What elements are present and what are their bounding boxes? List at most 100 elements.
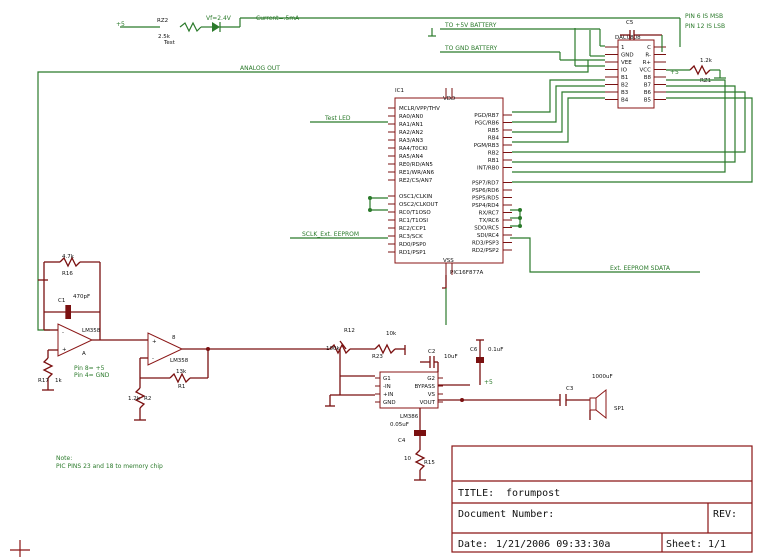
amp-left-pin-label: +IN xyxy=(383,392,393,398)
pic-right-pin-label: PSP5/RD5 xyxy=(472,196,500,202)
r23-value: 10k xyxy=(386,331,397,337)
pic-left-pin-label: RC0/T1OSO xyxy=(399,210,431,216)
c2-value: 10uF xyxy=(444,354,458,360)
pic-right-pin-label: PGM/RB3 xyxy=(474,143,500,149)
rev-label: REV: xyxy=(713,509,737,520)
opamp-a-label: LM358 xyxy=(82,328,101,334)
c1-value: 470pF xyxy=(73,294,90,300)
amp-plus5: +5 xyxy=(484,379,493,386)
pic-right-pin-label: RX/RC7 xyxy=(479,211,500,217)
amp-left-pin-label: G1 xyxy=(383,376,391,382)
note-text: PIC PINS 23 and 18 to memory chip xyxy=(56,463,163,470)
pic-right-pin-label: PGC/RB6 xyxy=(475,121,500,127)
pic-left-pin-label: RD0/PSP0 xyxy=(399,242,427,248)
r21-value: 1.2k xyxy=(700,58,713,64)
svg-text:A: A xyxy=(82,351,86,357)
vf-label: Vf=2.4V xyxy=(206,15,232,22)
pic-right-pin-label: SDI/RC4 xyxy=(477,233,500,239)
dac-left-pin-label: 1 xyxy=(621,45,625,51)
pic-left-pin-label: RA0/AN0 xyxy=(399,114,424,120)
r23-ref: R23 xyxy=(372,354,383,360)
ic1-ref: IC1 xyxy=(395,88,404,94)
pic-left-pin-label: RA4/T0CKI xyxy=(399,146,428,152)
test-led-label: Test xyxy=(163,40,176,46)
dac-right-pin-label: R+ xyxy=(643,60,652,66)
analog-out-label: ANALOG OUT xyxy=(240,65,280,72)
date-value: 1/21/2006 09:33:30a xyxy=(496,539,610,550)
dac-right-pin-label: B8 xyxy=(644,75,652,81)
plus5-left-label: +5 xyxy=(116,21,125,28)
amplifier-stage: R12 100k 10k R23 G1-IN+INGNDG2BYPASSVSVO… xyxy=(310,288,624,481)
pic-left-pin-label: RD1/PSP1 xyxy=(399,250,426,256)
dac-left-pin-label: B2 xyxy=(621,83,628,89)
r2-value: 1.2k xyxy=(128,396,141,402)
r1-value: 13k xyxy=(176,369,187,375)
sclk-net: SCLK_Ext. EEPROM xyxy=(302,231,359,238)
sp1-ref: SP1 xyxy=(614,406,624,412)
dac-right-pin-label: B6 xyxy=(644,90,652,96)
c3-ref: C3 xyxy=(566,386,574,392)
pic-left-pin-label: RA2/AN2 xyxy=(399,130,423,136)
pic-right-pin-label: SDO/RC5 xyxy=(474,226,499,232)
pic-right-pin-label: PSP7/RD7 xyxy=(472,181,500,187)
pic-name: PIC16F877A xyxy=(450,270,483,276)
pic-right-pin-label: TX/RC6 xyxy=(478,218,499,224)
pic-left-pin-label: RC3/SCK xyxy=(399,234,423,240)
dac-right-pin-label: B7 xyxy=(644,83,652,89)
vss-label: VSS xyxy=(443,258,454,264)
sdata-net: Ext. EEPROM SDATA xyxy=(610,265,671,272)
to-5v-battery-label: TO +5V BATTERY xyxy=(444,22,497,29)
pic-left-pin-label: RC2/CCP1 xyxy=(399,226,426,232)
r12-ref: R12 xyxy=(344,328,355,334)
pic-right-pin-label: PGD/RB7 xyxy=(474,113,499,119)
svg-text:-: - xyxy=(62,330,64,336)
title-value: forumpost xyxy=(506,488,560,499)
pic-left-pin-label: RE1/WR/AN6 xyxy=(399,170,435,176)
opamp-b-label: LM358 xyxy=(170,358,189,364)
lm386-label: LM386 xyxy=(400,414,419,420)
title-label: TITLE: xyxy=(458,488,494,499)
pic-left-pin-label: RA1/AN1 xyxy=(399,122,423,128)
dac-left-pin-label: B4 xyxy=(621,98,629,104)
pic-left-pin-label: MCLR/VPP/THV xyxy=(399,106,440,112)
analog-out-net: ANALOG OUT xyxy=(37,60,589,331)
c4-ref: C4 xyxy=(398,438,406,444)
svg-text:+: + xyxy=(152,339,157,345)
pic-left-pin-label: RE0/RD/AN5 xyxy=(399,162,433,168)
dac-left-pin-label: IO xyxy=(621,68,628,74)
led-branch: +5 RZ2 2.5k Test Vf=2.4V Current=.5mA xyxy=(116,15,681,47)
r16-value: 4.7k xyxy=(62,254,75,260)
note: Note: PIC PINS 23 and 18 to memory chip xyxy=(56,455,163,470)
sheet-value: 1/1 xyxy=(708,539,726,550)
dac-name: DAC0808 xyxy=(615,35,641,41)
dac-left-pin-label: B1 xyxy=(621,75,628,81)
note-title: Note: xyxy=(56,455,72,462)
pic-right-pin-label: PSP6/RD6 xyxy=(472,188,500,194)
r2-ref: R2 xyxy=(144,396,151,402)
pin8-label: Pin 8= +5 xyxy=(74,365,105,372)
r17-value: 1k xyxy=(55,378,62,384)
r21-ref: RZ1 xyxy=(700,78,711,84)
r22-ref: RZ2 xyxy=(157,18,168,24)
dac-right-pin-label: B5 xyxy=(644,98,652,104)
r1-ref: R1 xyxy=(178,384,185,390)
pic-left-pin-label: RE2/CS/AN7 xyxy=(399,178,433,184)
pic-right-pin-label: RD3/PSP3 xyxy=(472,241,500,247)
amp-right-pin-label: VS xyxy=(428,392,436,398)
pic-chip: IC1 VDD VSS PIC16F877A MCLR/VPP/THVRA0/A… xyxy=(290,88,700,289)
dac-plus5: +5 xyxy=(670,69,679,76)
c6-ref: C6 xyxy=(470,347,478,353)
document-number-label: Document Number: xyxy=(458,509,554,520)
pic-right-pin-label: INT/RB0 xyxy=(477,166,500,172)
r15-value: 10 xyxy=(404,456,411,462)
pin12-lsb-label: PIN 12 IS LSB xyxy=(685,23,725,30)
pic-left-pin-label: RC1/T1OSI xyxy=(399,218,428,224)
dac-right-pin-label: R- xyxy=(645,53,651,59)
amp-right-pin-label: BYPASS xyxy=(414,384,435,390)
pic-right-pin-label: RB4 xyxy=(488,136,500,142)
svg-text:+: + xyxy=(62,347,67,353)
pin4-label: Pin 4= GND xyxy=(74,372,110,379)
svg-text:8: 8 xyxy=(172,335,176,341)
